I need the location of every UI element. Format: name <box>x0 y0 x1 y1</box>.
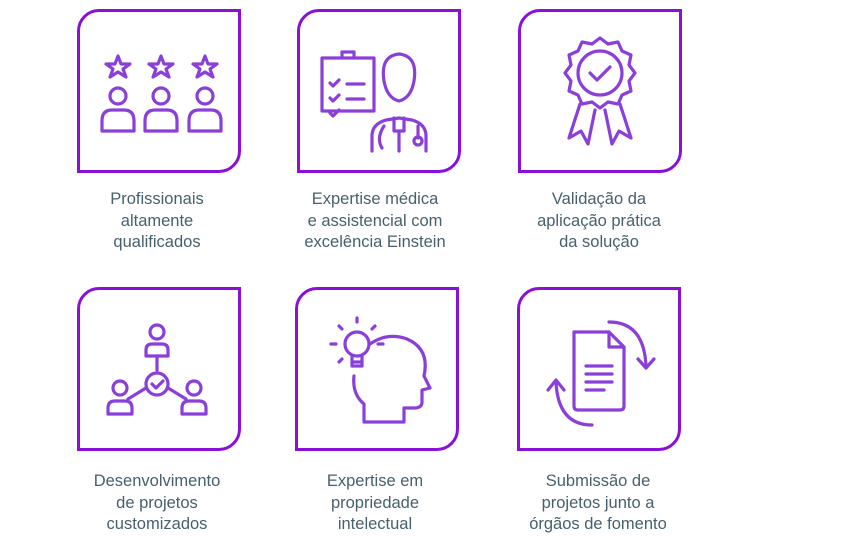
card-label-professionals: Profissionais altamente qualificados <box>42 189 272 254</box>
label-line: da solução <box>559 233 639 251</box>
people-stars-icon <box>100 54 223 133</box>
card-label-medical-expertise: Expertise médica e assistencial com exce… <box>260 189 490 254</box>
award-badge-icon <box>563 36 637 146</box>
card-label-custom-projects: Desenvolvimento de projetos customizados <box>42 471 272 536</box>
label-line: intelectual <box>337 515 413 533</box>
label-line: customizados <box>106 515 208 533</box>
head-lightbulb-icon <box>329 316 432 424</box>
card-label-funding-submission: Submissão de projetos junto a órgãos de … <box>483 471 713 536</box>
label-line: Expertise médica <box>311 190 439 208</box>
label-line: Expertise em <box>326 472 424 490</box>
label-line: órgãos de fomento <box>529 515 667 533</box>
card-box-validation <box>518 9 682 173</box>
document-cycle-icon <box>546 320 656 427</box>
label-line: Profissionais <box>110 190 204 208</box>
card-box-professionals <box>77 9 241 173</box>
label-line: de projetos <box>116 493 198 512</box>
card-box-funding-submission <box>517 287 681 451</box>
card-box-custom-projects <box>77 287 241 451</box>
label-line: propriedade <box>330 493 420 512</box>
network-people-icon <box>106 323 208 416</box>
label-line: projetos junto a <box>541 493 655 512</box>
label-line: qualificados <box>113 233 201 251</box>
card-label-validation: Validação da aplicação prática da soluçã… <box>484 189 714 254</box>
label-line: altamente <box>120 211 194 230</box>
label-line: e assistencial com <box>307 211 443 230</box>
doctor-checklist-icon <box>320 50 428 153</box>
label-line: Validação da <box>551 190 647 208</box>
label-line: aplicação prática <box>537 211 661 230</box>
card-label-ip-expertise: Expertise em propriedade intelectual <box>260 471 490 536</box>
label-line: Desenvolvimento <box>93 472 221 490</box>
label-line: Submissão de <box>545 472 651 490</box>
label-line: excelência Einstein <box>304 233 446 251</box>
card-box-medical-expertise <box>297 9 461 173</box>
card-box-ip-expertise <box>295 287 459 451</box>
